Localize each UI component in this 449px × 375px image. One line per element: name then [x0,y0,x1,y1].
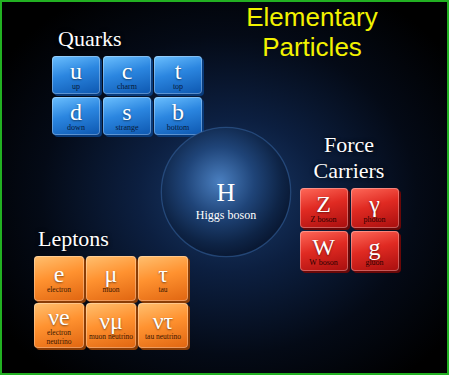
particle-cube: ddown [52,97,100,135]
particle-symbol: e [54,262,65,286]
particle-name: tau neutrino [145,333,181,341]
particle-symbol: g [369,235,381,259]
particle-cube: ZZ boson [300,188,348,228]
particle-name: muon [102,286,119,294]
particle-cube: uup [52,56,100,94]
particle-cube: νμmuon neutrino [86,303,136,348]
particle-symbol: c [122,59,133,83]
higgs-symbol: H [217,180,236,206]
particle-symbol: γ [369,192,380,216]
particle-cube: bbottom [154,97,202,135]
group-label: Force Carriers [296,132,402,184]
particle-symbol: u [70,59,82,83]
particle-symbol: s [122,100,131,124]
particle-cube: sstrange [103,97,151,135]
higgs-name: Higgs boson [196,208,256,222]
particle-name: up [72,83,80,92]
group-label: Quarks [52,26,208,52]
particle-name: down [67,124,85,133]
particle-name: muon neutrino [89,333,133,341]
particle-name: tau [158,286,167,294]
particle-group: uupccharmttopddownsstrangebbottomQuarks [52,26,208,135]
particle-name: electron [47,286,71,294]
particle-name: bottom [167,124,190,133]
particle-cube: eelectron [34,256,84,301]
particle-symbol: t [175,59,182,83]
particle-cube: ggluon [351,231,399,271]
particle-symbol: W [312,235,335,259]
particle-symbol: μ [105,262,118,286]
particle-name: photon [363,216,385,225]
particle-cube: νeelectron neutrino [34,303,84,348]
particle-symbol: νe [48,305,70,329]
particle-name: charm [117,83,137,92]
sphere-body [161,127,290,256]
particle-group: ZZ bosonγphotonWW bosonggluonForce Carri… [296,132,402,271]
particle-cube: γphoton [351,188,399,228]
particle-cube: WW boson [300,231,348,271]
particle-symbol: ντ [153,309,174,333]
particle-symbol: b [172,100,184,124]
particle-cube: ttop [154,56,202,94]
particle-name: Z boson [311,216,337,225]
particle-name: top [173,83,183,92]
particle-name: strange [115,124,138,133]
higgs-sphere: H Higgs boson [160,126,292,258]
particle-symbol: νμ [99,309,123,333]
particle-cube: μmuon [86,256,136,301]
particle-cube: τtau [138,256,188,301]
particle-cube: ccharm [103,56,151,94]
particle-name: gluon [365,259,383,268]
diagram-title: Elementary Particles [226,2,398,62]
particle-name: W boson [309,259,338,268]
particle-symbol: d [70,100,82,124]
particle-cube: ντtau neutrino [138,303,188,348]
particle-name: electron neutrino [36,329,82,346]
particle-group: eelectronμmuonτtauνeelectron neutrinoνμm… [34,226,194,348]
group-label: Leptons [34,226,194,252]
particle-symbol: Z [316,192,331,216]
particle-symbol: τ [158,262,168,286]
